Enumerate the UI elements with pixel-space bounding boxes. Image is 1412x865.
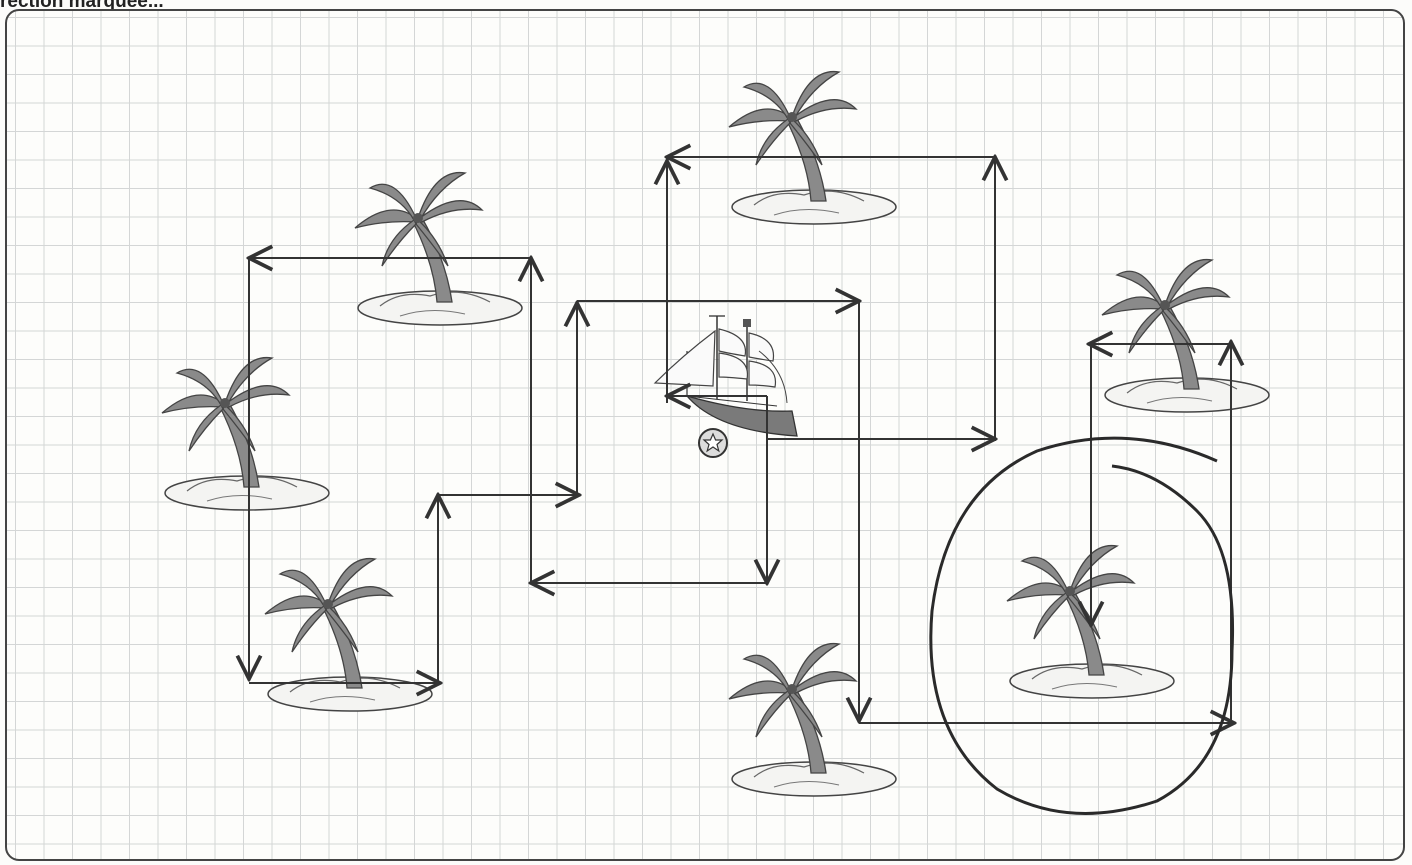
pirate-ship-icon <box>655 316 797 436</box>
palm-tree-island-icon <box>355 173 522 325</box>
palm-tree-island-icon <box>162 358 329 510</box>
map-canvas <box>7 11 1403 859</box>
palm-tree-island-icon <box>729 72 896 224</box>
palm-tree-island-icon <box>265 559 432 711</box>
palm-tree-island-icon <box>1102 260 1269 412</box>
star-in-circle-icon <box>699 429 727 457</box>
treasure-map-grid <box>5 9 1405 861</box>
palm-tree-island-icon <box>729 644 896 796</box>
